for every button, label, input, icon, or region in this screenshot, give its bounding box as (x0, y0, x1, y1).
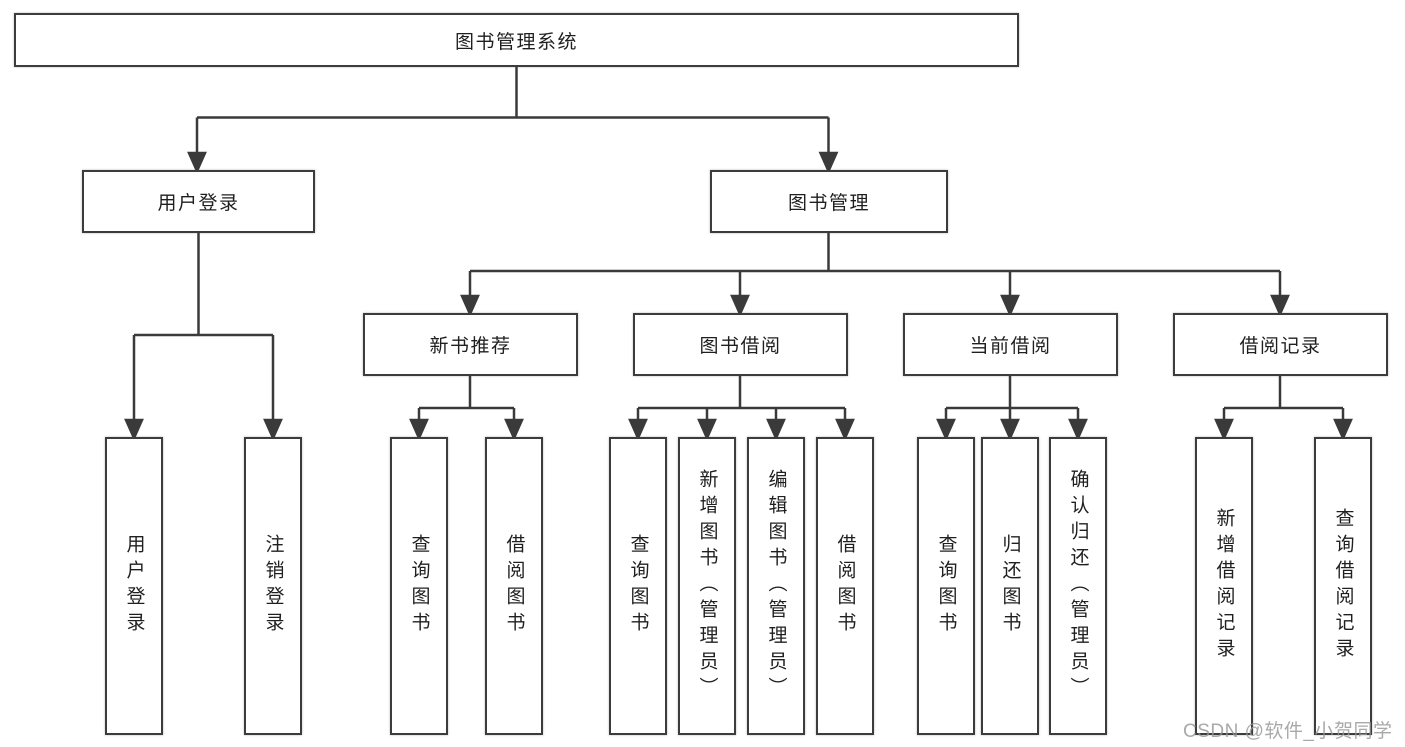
node-book-borrowing: 图书借阅 (633, 313, 848, 376)
node-label: 查询图书 (935, 534, 957, 638)
node-label: 确认归还（管理员） (1067, 469, 1089, 703)
node-label: 借阅图书 (834, 534, 856, 638)
watermark: CSDN @软件_小贺同学 (1183, 721, 1393, 742)
node-label: 新书推荐 (429, 336, 512, 357)
node-label: 查询借阅记录 (1332, 508, 1354, 664)
node-label: 注销登录 (262, 534, 284, 638)
node-label: 图书管理 (787, 193, 870, 214)
leaf-confirm-return-admin: 确认归还（管理员） (1049, 437, 1107, 735)
connector-current-borrowing (936, 376, 1088, 442)
node-label: 图书借阅 (699, 336, 782, 357)
leaf-edit-books-admin: 编辑图书（管理员） (747, 437, 805, 735)
connector-root (187, 67, 839, 175)
node-user-login: 用户登录 (82, 170, 315, 233)
leaf-query-borrow-record: 查询借阅记录 (1314, 437, 1372, 735)
node-label: 用户登录 (157, 193, 240, 214)
node-borrowing-records: 借阅记录 (1173, 313, 1388, 376)
connector-book-management (460, 233, 1290, 318)
connector-new-book-recommendation (409, 376, 524, 442)
node-label: 用户登录 (123, 534, 145, 638)
node-library-management-system: 图书管理系统 (14, 13, 1019, 67)
node-book-management: 图书管理 (710, 170, 948, 233)
node-new-book-recommendation: 新书推荐 (363, 313, 578, 376)
leaf-user-login: 用户登录 (105, 437, 163, 735)
leaf-query-books-current: 查询图书 (917, 437, 975, 735)
node-label: 归还图书 (999, 534, 1021, 638)
node-label: 查询图书 (627, 534, 649, 638)
leaf-borrow-books-borrowing: 借阅图书 (816, 437, 874, 735)
connector-borrowing-records (1214, 376, 1353, 442)
leaf-query-books-recommend: 查询图书 (390, 437, 448, 735)
leaf-return-books: 归还图书 (981, 437, 1039, 735)
node-label: 借阅图书 (503, 534, 525, 638)
node-label: 借阅记录 (1239, 336, 1322, 357)
node-label: 当前借阅 (969, 336, 1052, 357)
leaf-borrow-books-recommend: 借阅图书 (485, 437, 543, 735)
leaf-add-borrow-record: 新增借阅记录 (1195, 437, 1253, 735)
leaf-add-books-admin: 新增图书（管理员） (678, 437, 736, 735)
node-label: 图书管理系统 (454, 31, 578, 53)
node-current-borrowing: 当前借阅 (903, 313, 1118, 376)
node-label: 新增图书（管理员） (696, 469, 718, 703)
leaf-logout: 注销登录 (244, 437, 302, 735)
leaf-query-books-borrowing: 查询图书 (609, 437, 667, 735)
connector-book-borrowing (628, 376, 855, 442)
node-label: 查询图书 (408, 534, 430, 638)
connector-user-login (124, 233, 283, 442)
node-label: 编辑图书（管理员） (765, 469, 787, 703)
node-label: 新增借阅记录 (1213, 508, 1235, 664)
